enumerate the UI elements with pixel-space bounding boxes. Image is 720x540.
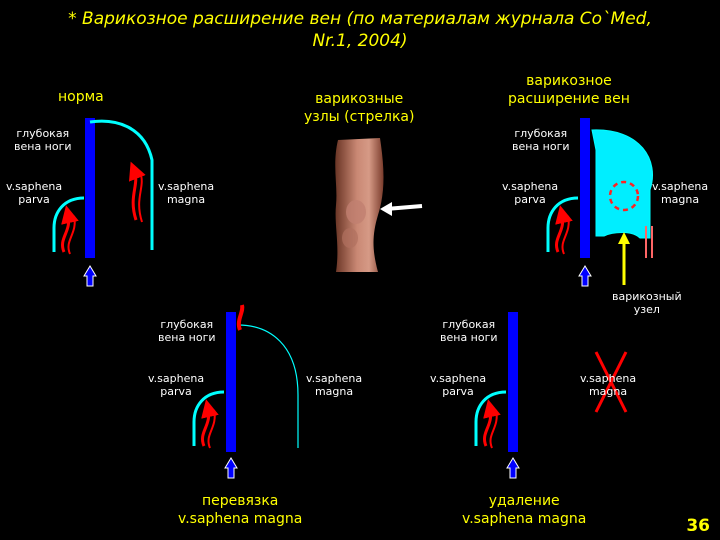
thin-magna-curve bbox=[237, 324, 299, 448]
up-arrow-icon bbox=[224, 457, 238, 479]
removal-leg-diagram bbox=[474, 312, 628, 479]
normal-leg-diagram bbox=[52, 118, 154, 287]
flow-arrow-parva bbox=[61, 205, 79, 253]
flow-arrow-parva-2 bbox=[489, 409, 498, 449]
page-title: * Варикозное расширение вен (по материал… bbox=[0, 8, 720, 52]
flow-arrow-parva bbox=[483, 399, 501, 447]
varicose-node-circle bbox=[608, 180, 640, 212]
pointer-arrow-icon bbox=[380, 202, 423, 216]
flow-arrow-magna-2 bbox=[138, 171, 143, 223]
deep-vein-bar bbox=[508, 312, 518, 452]
deep-vein-bar bbox=[226, 312, 236, 452]
flow-arrow-parva-2 bbox=[67, 215, 76, 255]
up-arrow-icon bbox=[578, 265, 592, 287]
title-line-2: Nr.1, 2004) bbox=[312, 31, 408, 51]
parva-curve bbox=[192, 390, 225, 446]
flow-arrow-parva bbox=[201, 399, 219, 447]
ligature-mark bbox=[236, 304, 245, 331]
page-number: 36 bbox=[686, 516, 710, 536]
flow-arrow-parva-2 bbox=[561, 215, 570, 255]
dilated-magna bbox=[591, 129, 653, 239]
parva-curve bbox=[546, 196, 579, 252]
parva-curve bbox=[52, 196, 85, 252]
up-arrow-icon bbox=[83, 265, 97, 287]
yellow-pointer-icon bbox=[618, 232, 630, 285]
ligation-leg-diagram bbox=[192, 304, 299, 479]
reflux-arrow bbox=[645, 226, 653, 258]
flow-arrow-magna bbox=[128, 161, 146, 221]
flow-arrow-parva bbox=[555, 205, 573, 253]
parva-curve bbox=[474, 390, 507, 446]
magna-curve bbox=[89, 119, 154, 250]
leg-photo bbox=[335, 138, 423, 272]
deep-vein-bar bbox=[85, 118, 95, 258]
deep-vein-bar bbox=[580, 118, 590, 258]
cross-out-icon bbox=[594, 351, 628, 413]
title-line-1: * Варикозное расширение вен (по материал… bbox=[68, 9, 652, 29]
varicose-leg-diagram bbox=[546, 118, 653, 287]
flow-arrow-parva-2 bbox=[207, 409, 216, 449]
normal-heading: норма bbox=[58, 89, 104, 105]
up-arrow-icon bbox=[506, 457, 520, 479]
